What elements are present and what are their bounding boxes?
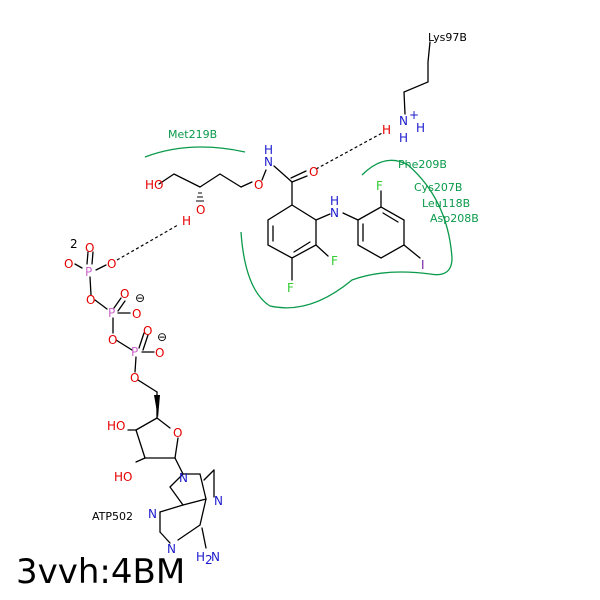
hbond-lys97b-carbonyl [315,131,385,170]
atom-ho-top: HO [145,178,163,192]
pg-o-bottom: O [130,371,139,385]
ribose-wedge [154,395,160,418]
lys-h3: H [399,131,408,145]
atom-h2n-sub: 2 [205,553,213,567]
atom-n9: N [179,471,188,485]
pa-o-top: O [85,241,94,255]
atom-o-hydroxyl: O [196,203,205,217]
pa-p: P [85,265,92,279]
residue-met219b: Met219B [168,128,217,141]
pb-p: P [108,306,115,320]
stereo-hash-bond [196,192,204,202]
hydrophobic-pocket-contour [240,159,453,309]
met219b-pocket-arc [144,146,246,158]
residue-lys97b: Lys97B [428,31,467,44]
atom-f-ring: F [331,254,338,268]
pa-o-right: O [107,257,116,271]
atom-h-hydroxyl: H [182,214,191,228]
residue-asp208b: Asp208B [430,212,479,225]
atom-h-amine: H [330,194,339,208]
charge-minus1: ⊖ [135,291,145,305]
residue-phe209b: Phe209B [398,158,447,171]
atom-ho-2: HO [114,470,132,484]
charge-minus2: ⊖ [157,330,167,344]
atom-n1: N [167,542,176,556]
pa-o-left: O [64,257,73,271]
lys-h2: H [416,121,425,135]
atom-o-ring: O [173,426,182,440]
atom-h2n: H [196,550,205,564]
residue-cys207b: Cys207B [414,181,462,194]
pdb-ligand-label: 3vvh:4BM [16,552,186,592]
pa-o-bottom: O [86,293,95,307]
residue-atp502: ATP502 [92,510,133,523]
atp-bonds [74,251,215,549]
pb-o-bottom: O [108,333,117,347]
charge-2: 2 [70,237,78,251]
atom-n-amine: N [330,206,339,220]
atom-n3: N [148,507,157,521]
pg-o-top: O [143,324,152,338]
lys-h1: H [382,123,391,137]
atom-o-carbonyl: O [309,165,318,179]
pb-o-right: O [132,307,141,321]
pg-p: P [131,345,138,359]
hbond-hydroxyl-phosphate [116,224,179,261]
residue-leu118b: Leu118B [422,197,470,210]
ligand-bonds [158,165,421,281]
atom-o-ether: O [254,178,263,192]
atom-f-lower: F [287,281,294,295]
atom-n7: N [214,494,223,508]
atom-ho-3: HO [107,419,125,433]
lys-n: N [399,114,408,128]
pg-o-right: O [155,346,164,360]
lys97b-side-chain [403,41,431,115]
atom-h-amide: H [264,143,273,157]
atom-n-amide: N [264,155,273,169]
atom-h2n-n: N [211,550,220,564]
atom-iodine: I [421,258,425,272]
lys-plus: + [409,108,419,122]
atom-f-ortho: F [376,179,383,193]
pb-o-top: O [120,287,129,301]
